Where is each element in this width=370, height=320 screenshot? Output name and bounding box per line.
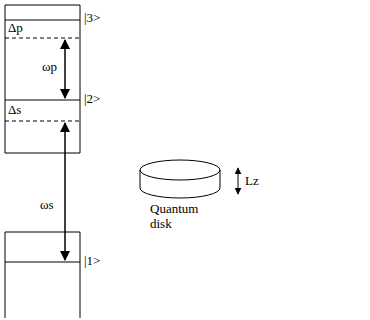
well-wall	[5, 232, 6, 318]
pump-arrow	[64, 40, 66, 98]
detuning-label: Δp	[8, 21, 23, 36]
state-label: |2>	[84, 92, 100, 107]
well-edge	[5, 153, 80, 154]
state-label: |3>	[84, 11, 100, 26]
state-label: |1>	[84, 254, 100, 269]
well-edge	[5, 232, 80, 233]
detuning-label: Δs	[8, 103, 21, 118]
energy-level	[5, 100, 80, 101]
part-label: Quantum disk	[150, 202, 206, 232]
dimension-label: Lz	[245, 174, 259, 189]
well-wall	[80, 232, 81, 318]
thickness-arrow	[238, 168, 239, 194]
well-wall	[80, 5, 81, 153]
signal-arrow	[64, 123, 66, 260]
well-edge	[5, 5, 80, 6]
frequency-label: ωs	[40, 198, 54, 213]
well-wall	[5, 5, 6, 153]
virtual-level	[5, 38, 80, 39]
disk-side	[140, 170, 220, 198]
energy-level	[5, 262, 80, 263]
frequency-label: ωp	[42, 60, 57, 75]
disk-top	[140, 160, 220, 180]
virtual-level	[5, 121, 80, 122]
